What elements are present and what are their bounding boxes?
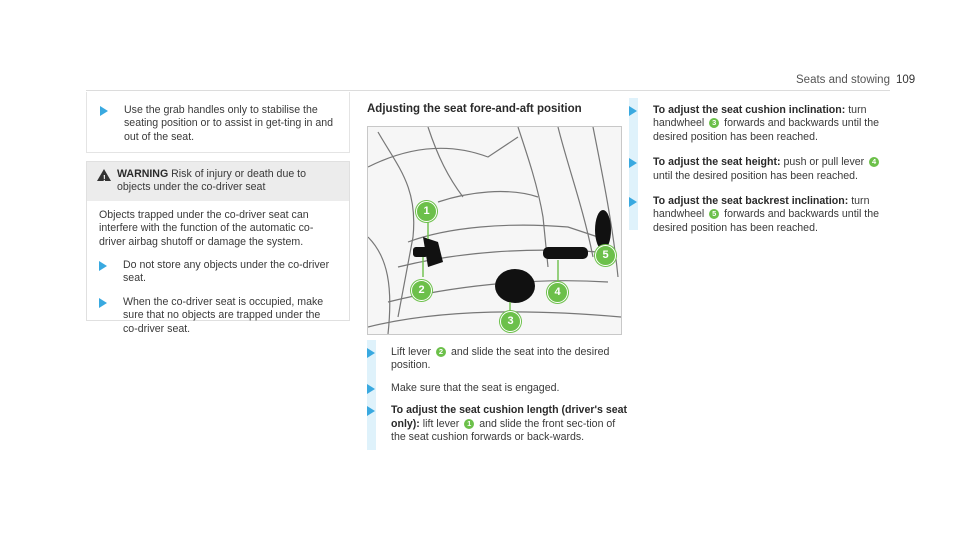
callout-ref: 2 [436, 347, 446, 357]
instruction-step: To adjust the seat cushion length (drive… [367, 404, 629, 444]
section-heading: Adjusting the seat fore-and-aft position [367, 103, 582, 115]
instruction-step: Lift lever 2 and slide the seat into the… [367, 346, 629, 373]
instruction-step: Make sure that the seat is engaged. [367, 382, 629, 395]
warning-box: ! WARNING Risk of injury or death due to… [86, 161, 350, 335]
grab-handles-box: Use the grab handles only to stabilise t… [86, 92, 350, 153]
callout-ref: 4 [869, 157, 880, 168]
arrow-icon [99, 261, 107, 272]
callout-4: 4 [547, 282, 568, 303]
warning-title: WARNING [117, 168, 169, 180]
warning-triangle-icon: ! [97, 169, 111, 183]
seat-drawing [368, 127, 621, 334]
warning-subtitle: Risk of injury or death due to objects u… [117, 168, 307, 194]
callout-ref: 1 [464, 418, 475, 429]
callout-5: 5 [595, 245, 616, 266]
arrow-icon [99, 297, 107, 308]
callout-3: 3 [500, 311, 521, 332]
callout-2: 2 [411, 280, 432, 301]
warning-body-text: Objects trapped under the co-driver seat… [99, 208, 314, 248]
arrow-icon [367, 383, 375, 394]
callout-ref: 5 [709, 209, 720, 220]
instruction-step: When the co-driver seat is occupied, mak… [99, 296, 337, 336]
callout-1: 1 [416, 201, 437, 222]
seat-adjust-steps: To adjust the seat cushion inclination: … [629, 104, 891, 247]
callout-ref: 3 [709, 118, 720, 129]
instruction-step: To adjust the seat backrest inclination:… [629, 195, 891, 235]
section-title: Seats and stowing [796, 74, 890, 86]
instruction-step: Use the grab handles only to stabilise t… [100, 104, 336, 144]
step-text: When the co-driver seat is occupied, mak… [123, 295, 324, 335]
step-text: Use the grab handles only to stabilise t… [124, 104, 334, 143]
header-rule [86, 90, 890, 91]
instruction-step: To adjust the seat height: push or pull … [629, 156, 891, 183]
arrow-icon [629, 197, 637, 208]
step-text: Do not store any objects under the co-dr… [123, 259, 330, 285]
seat-position-steps: Lift lever 2 and slide the seat into the… [367, 346, 629, 453]
arrow-icon [629, 106, 637, 116]
arrow-icon [367, 348, 375, 358]
warning-header: ! WARNING Risk of injury or death due to… [87, 162, 349, 201]
arrow-icon [100, 106, 108, 116]
arrow-icon [629, 158, 637, 169]
seat-controls-illustration [367, 126, 622, 335]
instruction-step: To adjust the seat cushion inclination: … [629, 104, 891, 144]
arrow-icon [367, 406, 375, 417]
running-header: Seats and stowing 109 [796, 74, 915, 86]
instruction-step: Do not store any objects under the co-dr… [99, 259, 337, 286]
page-number: 109 [895, 74, 916, 86]
